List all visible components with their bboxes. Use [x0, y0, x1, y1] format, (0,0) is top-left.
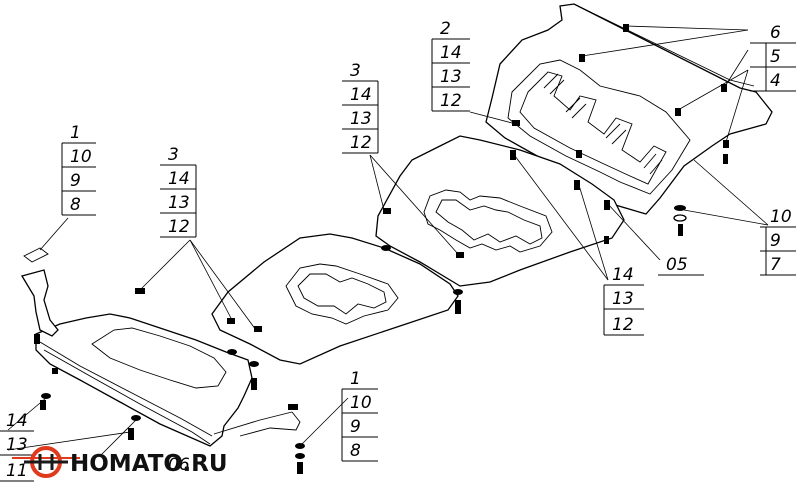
callout-7-c: 12	[612, 315, 634, 335]
callout-8: 05	[666, 255, 688, 275]
callout-9-b: 10	[350, 393, 372, 413]
callout-4-b: 14	[440, 43, 462, 63]
callout-1-b: 10	[70, 147, 92, 167]
callout-4-d: 12	[440, 91, 462, 111]
callout-10-a: 14	[6, 411, 28, 431]
callout-7-a: 14	[612, 265, 634, 285]
callout-2-a: 3	[168, 145, 179, 165]
callout-1-d: 8	[70, 195, 81, 215]
callout-group-10: 14 13 11	[0, 411, 34, 482]
callout-9-c: 9	[350, 417, 361, 437]
callout-10-c: 11	[6, 461, 28, 481]
callout-10-b: 13	[6, 435, 28, 455]
callout-group-8: 05	[658, 255, 704, 276]
callout-6-c: 7	[770, 255, 781, 275]
logo-text: HOMATO.RU	[70, 451, 228, 477]
callout-group-1: 1 10 9 8	[61, 123, 96, 216]
leader-lines	[7, 25, 769, 457]
callout-group-2: 3 14 13 12	[160, 145, 197, 238]
callout-4-a: 2	[440, 19, 451, 39]
callout-5-c: 4	[770, 71, 781, 91]
callout-5-a: 6	[770, 23, 781, 43]
callout-2-c: 13	[168, 193, 190, 213]
callout-group-6: 10 9 7	[760, 207, 796, 276]
callout-group-9: 1 10 9 8	[341, 369, 378, 462]
callout-group-5: 6 5 4	[750, 23, 796, 92]
callout-11: 06	[168, 455, 190, 475]
gearbox-guard-plate-lower	[211, 233, 459, 365]
left-mounting-bracket	[21, 247, 59, 337]
callout-group-4: 2 14 13 12	[431, 19, 470, 112]
callout-9-d: 8	[350, 441, 361, 461]
callout-group-3: 3 14 13 12	[342, 61, 379, 154]
callout-3-a: 3	[350, 61, 361, 81]
site-logo: HOMATO.RU	[12, 446, 228, 478]
callout-3-b: 14	[350, 85, 372, 105]
callout-1-c: 9	[70, 171, 81, 191]
callout-6-b: 9	[770, 231, 781, 251]
callout-group-11: 06	[168, 455, 190, 475]
front-guard-plate	[35, 313, 301, 447]
callout-group-7: 14 13 12	[603, 265, 644, 336]
callout-6-a: 10	[770, 207, 792, 227]
callout-3-c: 13	[350, 109, 372, 129]
callout-4-c: 13	[440, 67, 462, 87]
callout-3-d: 12	[350, 133, 372, 153]
logo-emblem-icon	[12, 446, 80, 478]
callout-2-b: 14	[168, 169, 190, 189]
gearbox-guard-plate-upper	[375, 135, 625, 287]
callout-5-b: 5	[770, 47, 781, 67]
callout-2-d: 12	[168, 217, 190, 237]
callout-9-a: 1	[350, 369, 361, 389]
callout-1-a: 1	[70, 123, 81, 143]
callout-7-b: 13	[612, 289, 634, 309]
